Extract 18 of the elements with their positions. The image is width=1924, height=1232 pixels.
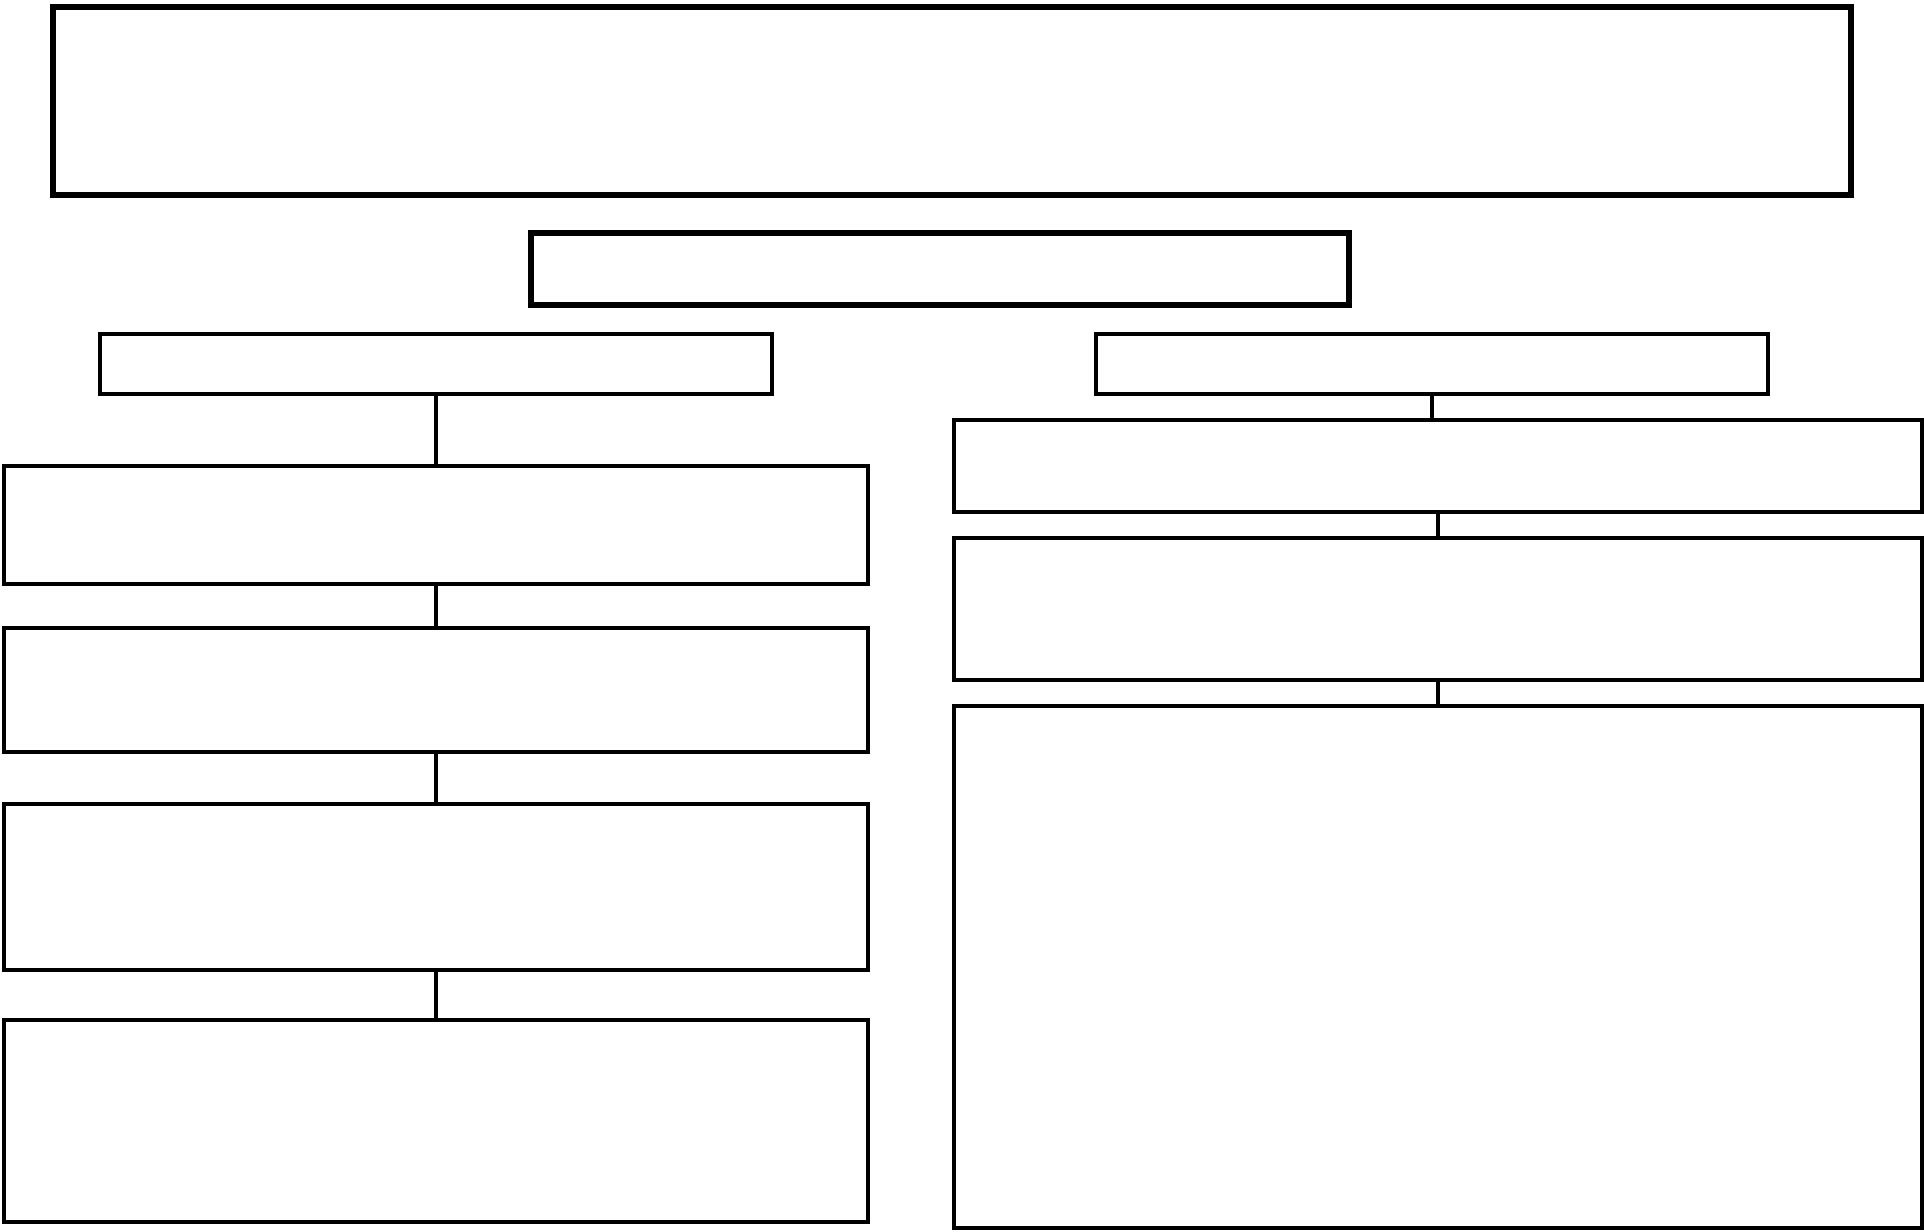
empty-box: [952, 704, 1924, 1230]
connector-line: [434, 754, 438, 802]
empty-box: [952, 536, 1924, 682]
connector-line: [434, 586, 438, 626]
empty-box: [2, 626, 870, 754]
empty-box: [528, 230, 1352, 308]
connector-line: [434, 972, 438, 1018]
empty-box: [2, 802, 870, 972]
empty-box: [2, 1018, 870, 1224]
connector-line: [434, 396, 438, 464]
empty-box: [98, 332, 774, 396]
connector-line: [1436, 514, 1440, 536]
empty-box: [952, 418, 1924, 514]
empty-box: [50, 4, 1854, 198]
empty-box: [1094, 332, 1770, 396]
connector-line: [1430, 396, 1434, 418]
connector-line: [1436, 682, 1440, 704]
empty-box: [2, 464, 870, 586]
